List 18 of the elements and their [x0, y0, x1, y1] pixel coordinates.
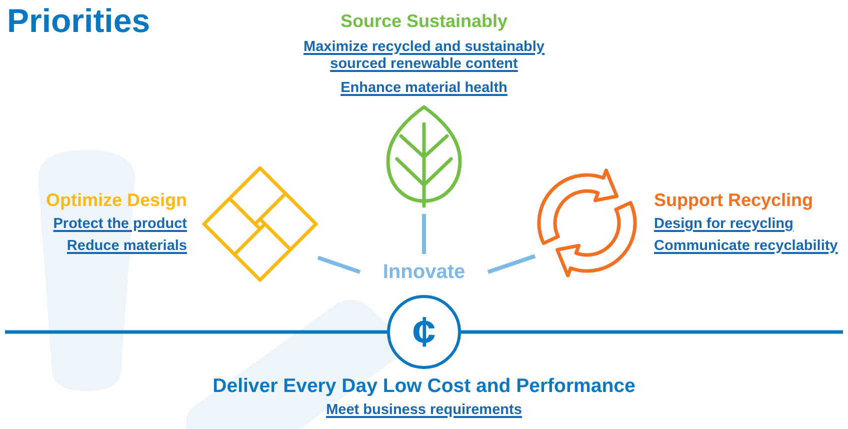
connector-line [317, 256, 361, 274]
priority-link: Design for recycling [654, 216, 794, 233]
priority-link: Reduce materials [66, 238, 187, 255]
priority-heading: Deliver Every Day Low Cost and Performance [212, 374, 636, 398]
priority-heading: Optimize Design [46, 189, 187, 211]
priority-heading: Support Recycling [654, 189, 814, 211]
connector-line [487, 254, 536, 274]
hub-label: Innovate [360, 254, 488, 290]
priority-heading: Source Sustainably [340, 10, 508, 32]
priority-link: Meet business requirements [326, 402, 522, 419]
page-title: Priorities [7, 1, 150, 41]
recycle-arrows-icon [535, 166, 639, 280]
connector-line [422, 214, 426, 254]
diamond-grid-icon [202, 166, 318, 282]
priority-link: Enhance material health [340, 80, 508, 97]
priority-link: Communicate recyclability [654, 238, 838, 255]
priority-link: Protect the product [53, 216, 187, 233]
priority-link: Maximize recycled and sustainably sourced renewable content [302, 39, 546, 73]
